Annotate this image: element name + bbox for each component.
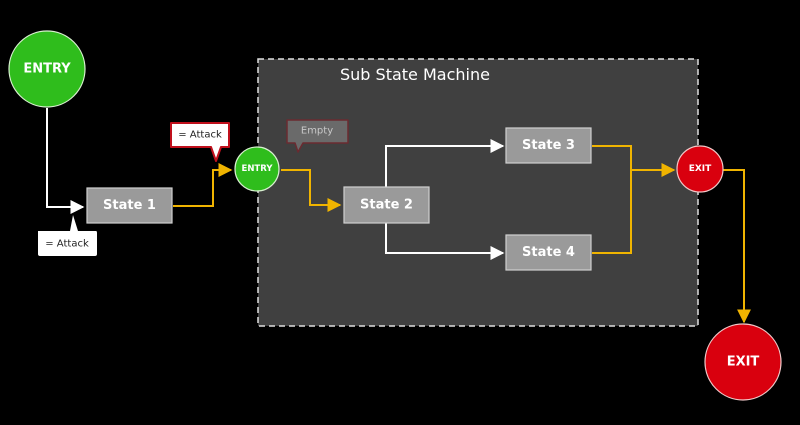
condition-bubble-entry-to-state1: = Attack (38, 215, 97, 256)
outer-exit-label: EXIT (727, 355, 760, 370)
transition-state1-to-sub-entry[interactable] (173, 163, 233, 207)
transition-state2-to-state3[interactable] (385, 139, 505, 187)
sub-exit-label: EXIT (689, 164, 712, 174)
condition-label: = Attack (45, 239, 89, 250)
transition-state4-to-sub-exit[interactable] (592, 170, 632, 254)
transition-entry-to-state1[interactable] (46, 108, 85, 214)
transition-sub-exit-to-exit[interactable] (722, 169, 751, 324)
transition-state2-to-state4[interactable] (385, 222, 505, 260)
state-4-label: State 4 (522, 245, 575, 260)
state-3[interactable]: State 3 (505, 127, 592, 164)
sub-entry-label: ENTRY (242, 164, 274, 174)
state-2-label: State 2 (360, 198, 413, 213)
state-1[interactable]: State 1 (86, 187, 173, 224)
sub-entry-node[interactable]: ENTRY (234, 146, 280, 192)
state-4[interactable]: State 4 (505, 234, 592, 271)
state-2[interactable]: State 2 (343, 186, 430, 224)
outer-entry-node[interactable]: ENTRY (8, 30, 86, 108)
condition-label: = Attack (178, 130, 222, 141)
outer-exit-node[interactable]: EXIT (704, 323, 782, 401)
state-3-label: State 3 (522, 138, 575, 153)
state-1-label: State 1 (103, 198, 156, 213)
condition-bubble-sub-entry-to-state2: Empty (286, 119, 349, 153)
sub-state-machine-title: Sub State Machine (340, 65, 490, 84)
condition-label: Empty (301, 126, 333, 137)
transition-sub-entry-to-state2[interactable] (281, 169, 342, 212)
condition-bubble-state1-to-sub-entry: = Attack (170, 122, 230, 162)
outer-entry-label: ENTRY (23, 62, 71, 77)
sub-state-machine[interactable] (257, 58, 699, 327)
transition-state3-to-sub-exit[interactable] (592, 145, 676, 177)
sub-exit-node[interactable]: EXIT (676, 145, 724, 193)
